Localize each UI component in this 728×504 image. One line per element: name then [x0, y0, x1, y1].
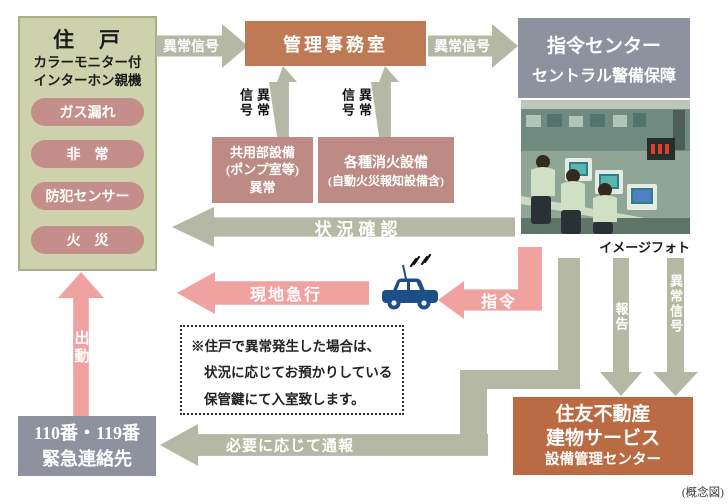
- dispatch-arrow: 出動: [58, 272, 104, 416]
- up-signal-arrow-2: [371, 66, 399, 137]
- sumitomo-line2: 建物サービス: [545, 427, 660, 449]
- note-line3: 保管鍵にて入室致します。: [204, 391, 365, 407]
- rush-to-site-arrow: 現地急行: [177, 272, 369, 314]
- residence-subtitle-1: カラーモニター付: [33, 55, 142, 70]
- abnormal-signal-down-label: 異常信号: [668, 274, 683, 334]
- residence-subtitle-2: インターホン親機: [33, 72, 142, 88]
- sumitomo-line3: 設備管理センター: [545, 451, 661, 468]
- alarm-pill-gas-leak: ガス漏れ: [31, 98, 144, 127]
- fire-equipment-line1: 各種消火設備: [344, 155, 428, 171]
- fire-equipment-box: 各種消火設備 (自動火災報知設備含): [318, 137, 454, 203]
- report-arrow-label: 報告: [613, 302, 629, 332]
- dispatch-arrow-label: 出動: [72, 330, 89, 366]
- sumitomo-service-box: 住友不動産 建物サービス 設備管理センター: [513, 397, 693, 475]
- rush-to-site-label: 現地急行: [249, 287, 322, 304]
- notify-arrow: 必要に応じて通報: [160, 424, 488, 466]
- abnormal-signal-arrow-1: 異常信号: [156, 24, 248, 68]
- status-check-label: 状況確認: [314, 219, 403, 239]
- emergency-line2: 緊急連絡先: [42, 449, 132, 469]
- alarm-pill-security-sensor: 防犯センサー: [31, 182, 144, 211]
- command-arrow-label: 指令: [480, 294, 517, 311]
- alarm-pill-fire: 火 災: [31, 226, 144, 255]
- abnormal-signal-down-arrow: 異常信号: [653, 258, 698, 396]
- up-signal-label-1: 異常 信号: [238, 88, 270, 118]
- common-equipment-line3: 異常: [249, 179, 276, 195]
- conceptual-diagram-caption: (概念図): [681, 487, 724, 499]
- residence-box: 住 戸 カラーモニター付 インターホン親機 ガス漏れ 非 常 防犯センサー 火 …: [18, 16, 157, 271]
- notify-path-segment-horizontal: [460, 370, 580, 389]
- notify-arrow-label: 必要に応じて通報: [226, 438, 355, 455]
- command-center-line1: 指令センター: [546, 35, 661, 57]
- residence-title: 住 戸: [53, 28, 122, 52]
- control-room-photo: [521, 100, 690, 234]
- photo-caption: イメージフォト: [599, 240, 690, 255]
- alarm-pill-emergency: 非 常: [31, 140, 144, 169]
- emergency-contact-box: 110番・119番 緊急連絡先: [18, 416, 156, 476]
- up-signal-label-2: 異常 信号: [340, 88, 372, 118]
- sumitomo-line1: 住友不動産: [555, 404, 651, 426]
- fire-equipment-line2: (自動火災報知設備含): [328, 173, 444, 188]
- abnormal-signal-arrow-2-label: 異常信号: [434, 40, 490, 55]
- patrol-car-icon: [380, 251, 440, 319]
- abnormal-signal-arrow-1-label: 異常信号: [163, 40, 219, 55]
- notify-path-segment-vertical-2: [460, 370, 487, 440]
- note-line1: ※住戸で異常発生した場合は、: [191, 339, 380, 354]
- common-equipment-line1: 共用部設備: [229, 144, 295, 160]
- notify-path-segment-vertical: [558, 258, 580, 373]
- up-signal-arrow-1: [269, 66, 297, 137]
- note-line2: 状況に応じてお預かりしている: [204, 365, 393, 381]
- status-check-arrow: 状況確認: [172, 207, 515, 247]
- note-box: ※住戸で異常発生した場合は、 状況に応じてお預かりしている 保管鍵にて入室致しま…: [180, 325, 404, 415]
- common-equipment-line2: (ポンプ室等): [225, 162, 300, 178]
- abnormal-signal-arrow-2: 異常信号: [428, 24, 518, 68]
- management-office-box: 管理事務室: [245, 21, 426, 66]
- emergency-line1: 110番・119番: [33, 422, 140, 443]
- command-center-line2: セントラル警備保障: [531, 67, 676, 85]
- report-arrow: 報告: [600, 258, 642, 396]
- command-center-box: 指令センター セントラル警備保障: [518, 18, 690, 98]
- common-equipment-box: 共用部設備 (ポンプ室等) 異常: [212, 137, 313, 203]
